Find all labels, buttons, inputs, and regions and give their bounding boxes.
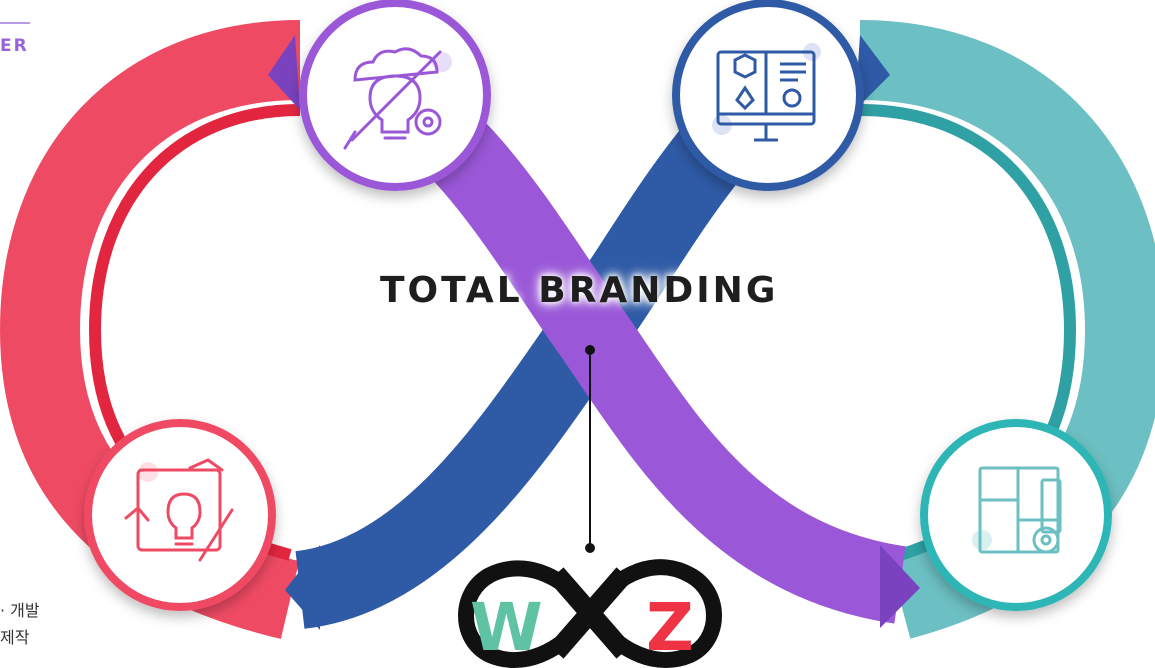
total-branding-title: TOTAL BRANDING	[380, 270, 779, 311]
left-blue-arrow-tip	[285, 545, 320, 630]
production-node	[920, 419, 1112, 611]
logo-letter-z: Z	[646, 589, 694, 666]
connector-dot-bottom	[585, 543, 595, 553]
side-text-line-1: · 개발	[0, 601, 40, 620]
corner-label: ER	[0, 36, 29, 56]
brainstorm-pencil-gear-icon	[343, 47, 452, 150]
design-node	[672, 0, 864, 191]
blueprint-building-icon	[972, 466, 1062, 554]
side-text-line-2: 제작	[0, 628, 30, 647]
monitor-design-tools-icon	[712, 43, 821, 142]
wz-infinity-logo: W Z	[458, 559, 722, 668]
right-purple-arrow-tip	[880, 545, 920, 628]
top-accent-line	[0, 22, 30, 24]
logo-letter-w: W	[470, 589, 543, 666]
top-left-arrow-tip	[268, 35, 300, 110]
idea-node	[84, 419, 276, 611]
idea-handshake-icon	[124, 458, 234, 562]
connector-dot-top	[585, 345, 595, 355]
